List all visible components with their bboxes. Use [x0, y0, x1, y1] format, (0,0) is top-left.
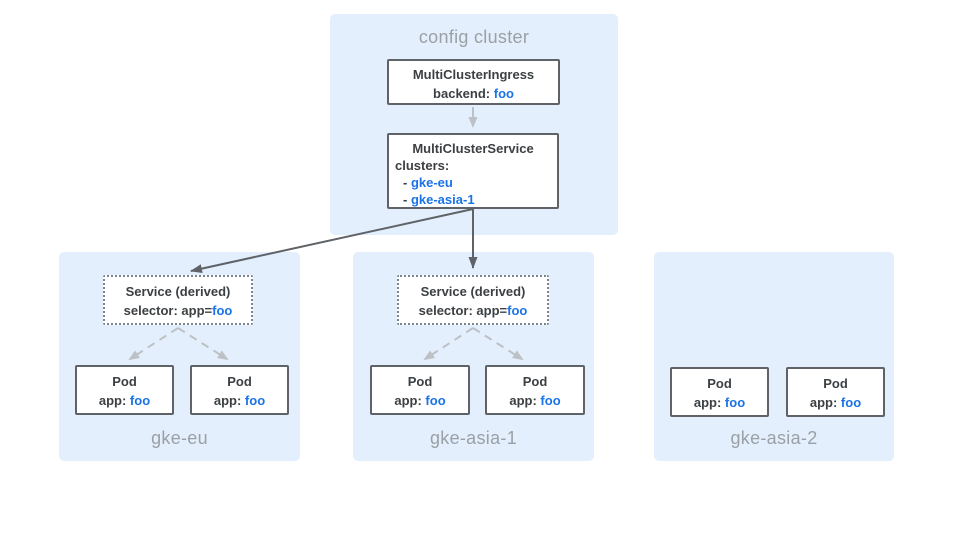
derived-service-selector: selector: app=foo: [399, 301, 547, 320]
backend-label: backend:: [433, 86, 494, 101]
multiclusteringress-backend: backend: foo: [389, 84, 558, 103]
pod-app-value: foo: [540, 393, 561, 408]
selector-value: foo: [212, 303, 233, 318]
pod-app: app: foo: [372, 391, 468, 410]
clusters-label: clusters:: [395, 158, 450, 173]
pod-title: Pod: [407, 374, 433, 389]
pod-app: app: foo: [77, 391, 172, 410]
cluster-name-label: gke-asia-2: [730, 428, 818, 448]
pod-box: Pod app: foo: [786, 367, 885, 417]
derived-service-box: Service (derived) selector: app=foo: [103, 275, 253, 325]
multiclusteringress-title: MultiClusterIngress: [412, 67, 535, 82]
pod-title: Pod: [112, 374, 137, 389]
cluster-item-dash: -: [403, 192, 411, 207]
pod-app-label: app:: [213, 393, 245, 408]
pod-app-value: foo: [425, 393, 446, 408]
pod-app-label: app:: [394, 393, 426, 408]
pod-box: Pod app: foo: [75, 365, 174, 415]
derived-service-box: Service (derived) selector: app=foo: [397, 275, 549, 325]
cluster-list-item: - gke-asia-1: [395, 191, 551, 208]
cluster-item-dash: -: [403, 175, 411, 190]
multiclusterservice-title: MultiClusterService: [412, 141, 534, 156]
pod-box: Pod app: foo: [190, 365, 289, 415]
pod-app: app: foo: [788, 393, 883, 412]
pod-box: Pod app: foo: [370, 365, 470, 415]
cluster-list-item: - gke-eu: [395, 174, 551, 191]
pod-title: Pod: [707, 376, 732, 391]
cluster-item-name: gke-asia-1: [410, 192, 475, 207]
multiclusterservice-box: MultiClusterService clusters: - gke-eu -…: [387, 133, 559, 209]
pod-app-label: app:: [509, 393, 541, 408]
selector-label: selector: app=: [123, 303, 213, 318]
pod-title: Pod: [522, 374, 548, 389]
cluster-name-label: gke-asia-1: [429, 428, 518, 448]
pod-title: Pod: [227, 374, 252, 389]
pod-app-value: foo: [724, 395, 746, 410]
pod-app: app: foo: [192, 391, 287, 410]
cluster-panel-gke-asia-1: Service (derived) selector: app=foo Pod …: [353, 252, 594, 461]
derived-service-title: Service (derived): [125, 284, 231, 299]
config-cluster-label: config cluster: [418, 27, 530, 47]
pod-app-label: app:: [809, 395, 841, 410]
backend-value: foo: [493, 86, 514, 101]
pod-app-value: foo: [840, 395, 862, 410]
pod-app-label: app:: [693, 395, 725, 410]
pod-app: app: foo: [672, 393, 767, 412]
cluster-name-label: gke-eu: [151, 428, 208, 448]
pod-app-value: foo: [244, 393, 266, 408]
pod-box: Pod app: foo: [670, 367, 769, 417]
derived-service-selector: selector: app=foo: [105, 301, 251, 320]
cluster-panel-gke-eu: Service (derived) selector: app=foo Pod …: [59, 252, 300, 461]
derived-service-title: Service (derived): [420, 284, 526, 299]
selector-value: foo: [507, 303, 528, 318]
selector-label: selector: app=: [418, 303, 508, 318]
pod-app-label: app:: [98, 393, 130, 408]
cluster-item-name: gke-eu: [410, 175, 453, 190]
pod-title: Pod: [823, 376, 848, 391]
pod-box: Pod app: foo: [485, 365, 585, 415]
multiclusteringress-box: MultiClusterIngress backend: foo: [387, 59, 560, 105]
pod-app: app: foo: [487, 391, 583, 410]
config-cluster-panel: config cluster MultiClusterIngress backe…: [330, 14, 618, 235]
cluster-panel-gke-asia-2: Pod app: foo Pod app: foo gke-asia-2: [654, 252, 894, 461]
pod-app-value: foo: [129, 393, 151, 408]
